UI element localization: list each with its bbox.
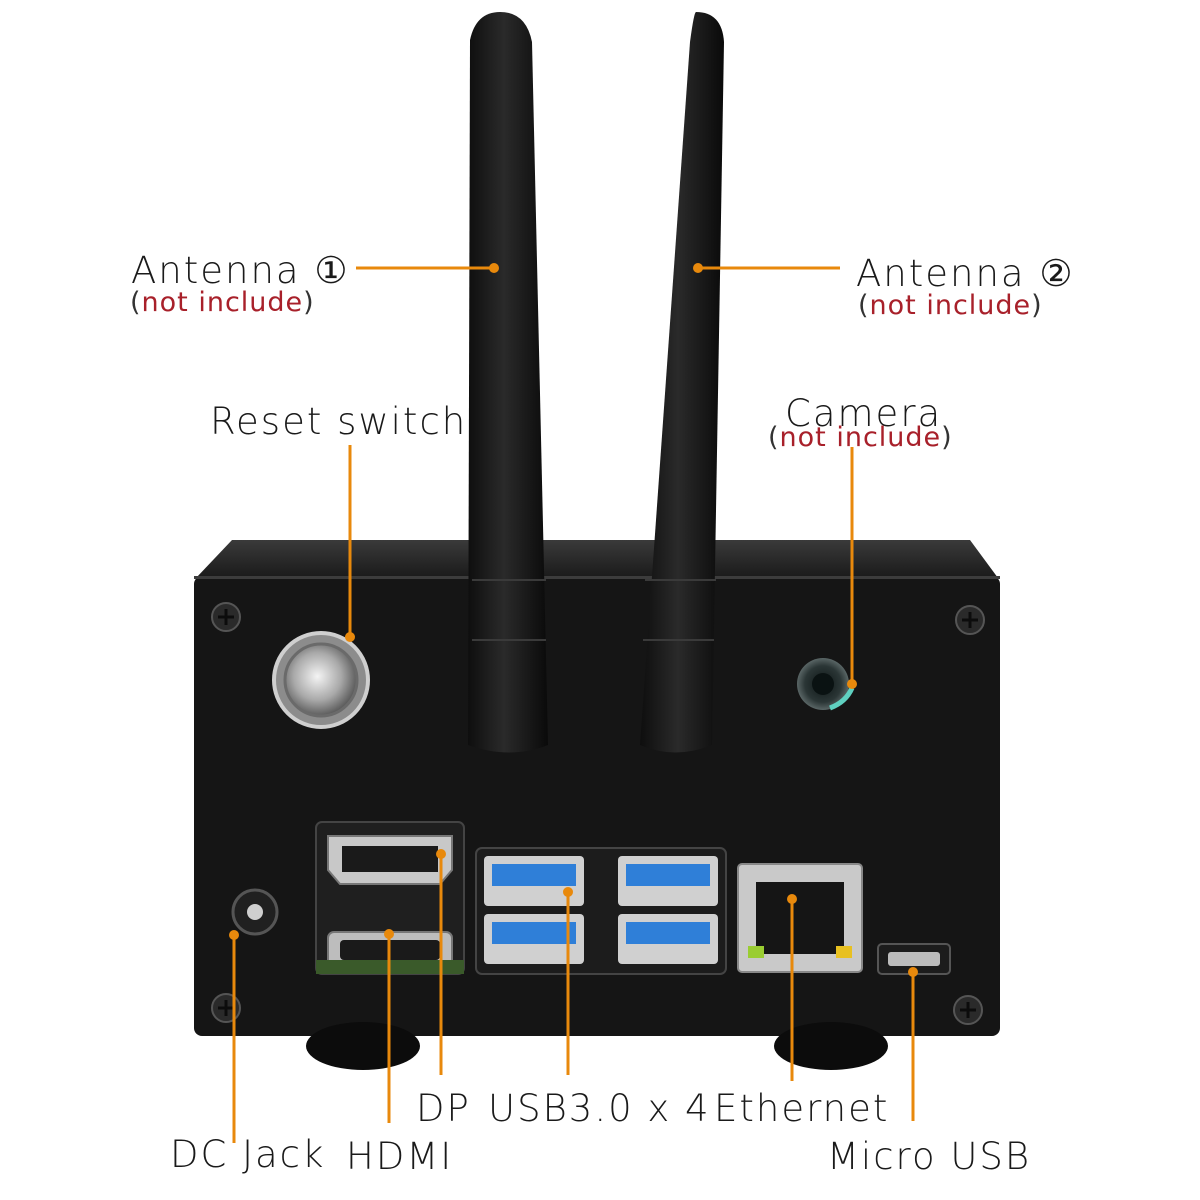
note-antenna-2-text: not include — [869, 290, 1032, 321]
reset-button-icon — [272, 631, 370, 729]
label-ethernet: Ethernet — [714, 1087, 890, 1130]
label-dp: DP — [416, 1087, 471, 1130]
antenna-icon — [468, 12, 724, 753]
enclosure — [194, 540, 1000, 1070]
label-dc-jack: DC Jack — [170, 1133, 326, 1176]
note-antenna-1-text: not include — [141, 287, 304, 318]
port-panel — [231, 821, 951, 975]
note-antenna-1: (not include) — [130, 287, 315, 318]
label-antenna-2: Antenna ② — [856, 252, 1075, 295]
note-camera: (not include) — [768, 422, 953, 453]
note-antenna-2: (not include) — [858, 290, 1043, 321]
leader-lines — [229, 263, 918, 1143]
label-reset-switch: Reset switch — [210, 400, 468, 443]
camera-lens-icon — [797, 658, 855, 711]
screw-icon — [211, 602, 985, 1025]
label-usb3: USB3.0 x 4 — [488, 1087, 711, 1130]
label-micro-usb: Micro USB — [827, 1135, 1032, 1178]
label-camera: Camera — [785, 392, 943, 435]
label-antenna-1: Antenna ① — [131, 249, 350, 292]
label-hdmi: HDMI — [346, 1135, 454, 1178]
note-camera-text: not include — [779, 422, 942, 453]
